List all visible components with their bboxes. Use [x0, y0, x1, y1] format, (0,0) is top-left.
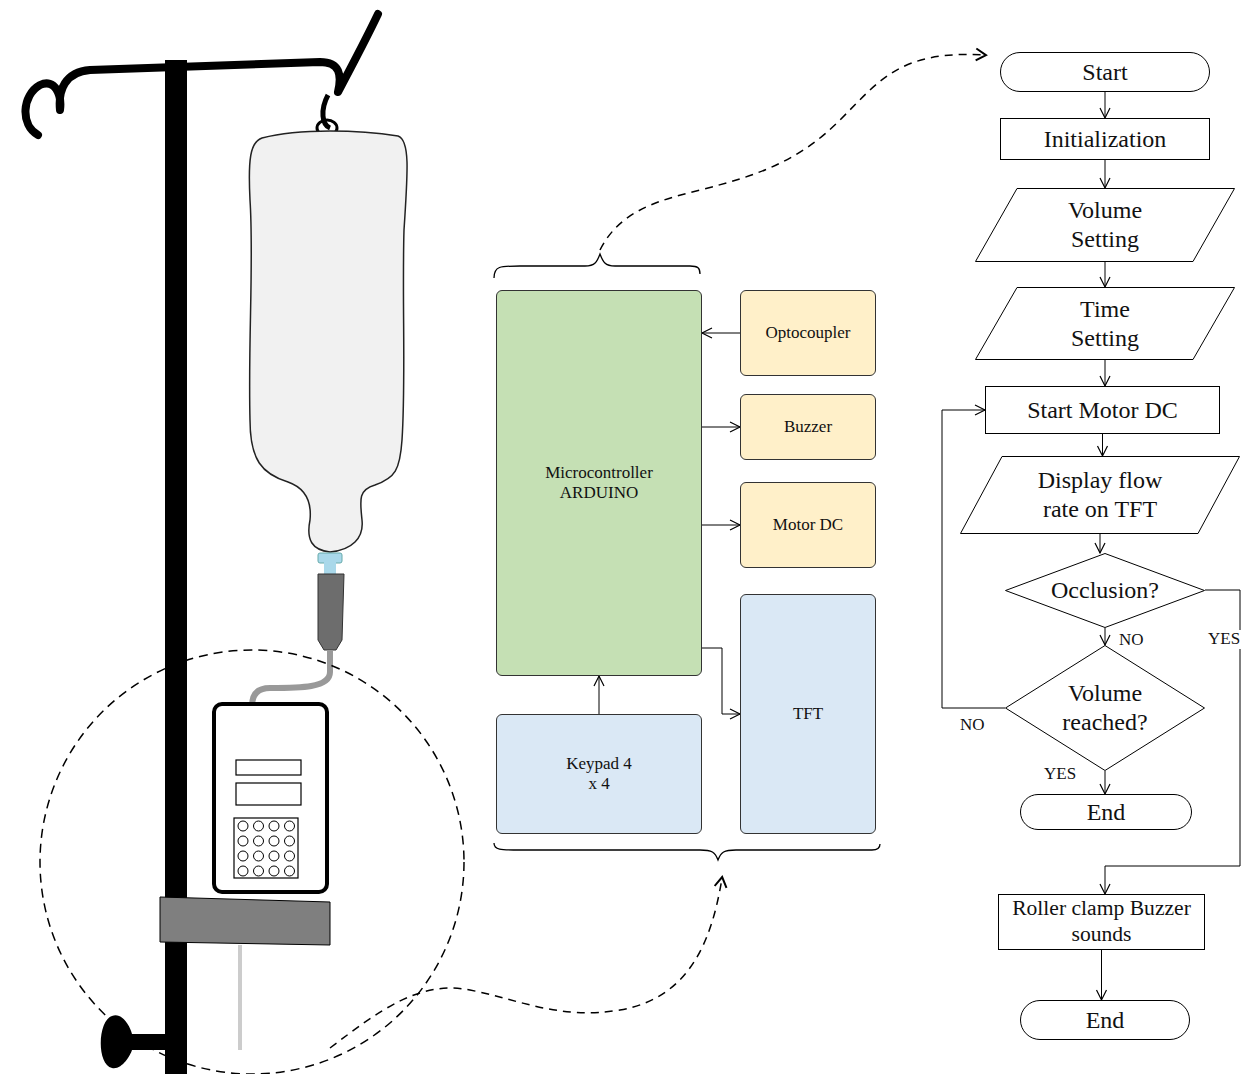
keypad-button	[269, 866, 279, 876]
node-label: Start	[1082, 58, 1127, 87]
terminator: Start	[1000, 52, 1210, 92]
decision-diamond: Occlusion?	[1005, 553, 1205, 628]
connector-arrow	[1105, 92, 1106, 118]
keypad-button	[269, 851, 279, 861]
device-keypad	[234, 818, 298, 878]
terminator: End	[1020, 794, 1192, 830]
shape-outline	[976, 189, 1235, 262]
shape-outline	[1006, 646, 1205, 771]
iv-bag	[249, 131, 407, 552]
keypad-button	[269, 821, 279, 831]
bag-hook	[323, 95, 330, 128]
shape-outline	[1006, 554, 1205, 628]
io-parallelogram: Volume Setting	[975, 188, 1235, 262]
connector-arrow	[1105, 628, 1106, 645]
process-box: Initialization	[1000, 118, 1210, 160]
connector-arrow	[942, 410, 1005, 708]
outlet-tube	[238, 945, 242, 1050]
pole-clamp	[160, 897, 330, 945]
node-label: Display flow rate on TFT	[1018, 466, 1183, 524]
node-label: Microcontroller ARDUINO	[534, 463, 664, 504]
terminator: End	[1020, 1000, 1190, 1040]
keypad-button	[238, 851, 248, 861]
node-label: Motor DC	[773, 515, 843, 535]
keypad-buttons	[238, 821, 295, 876]
pump-housing	[214, 704, 327, 892]
node-label: Roller clamp Buzzer sounds	[1009, 896, 1194, 948]
keypad-button	[285, 836, 295, 846]
node-label: Optocoupler	[766, 323, 851, 343]
keypad-button	[285, 821, 295, 831]
connector-arrow	[599, 676, 600, 714]
buzzer-block: Buzzer	[740, 394, 876, 460]
pole-hook	[25, 14, 378, 135]
decision-diamond: Volume reached?	[1005, 645, 1205, 771]
clamp-knob	[101, 1015, 165, 1068]
node-label: Initialization	[1044, 125, 1167, 154]
shape-outline	[976, 288, 1235, 360]
diamond-outline	[1005, 645, 1205, 771]
process-box: Roller clamp Buzzer sounds	[998, 894, 1205, 950]
keypad-button	[238, 821, 248, 831]
spike	[324, 562, 336, 574]
node-label: TFT	[793, 704, 823, 724]
node-label: End	[1086, 1006, 1125, 1035]
edge-label: NO	[958, 716, 987, 735]
node-label: Volume Setting	[1040, 196, 1170, 254]
microcontroller-block: Microcontroller ARDUINO	[496, 290, 702, 676]
io-parallelogram: Time Setting	[975, 287, 1235, 360]
device-screen	[236, 760, 301, 775]
keypad-button	[238, 836, 248, 846]
top-brace	[494, 254, 700, 278]
keypad-button	[285, 866, 295, 876]
edge-label: YES	[1206, 630, 1242, 649]
keypad-button	[254, 851, 264, 861]
bag-port	[318, 553, 342, 563]
keypad-button	[254, 821, 264, 831]
tft-block: TFT	[740, 594, 876, 834]
optocoupler-block: Optocoupler	[740, 290, 876, 376]
keypad-button	[269, 836, 279, 846]
drip-chamber	[318, 574, 344, 650]
motor-block: Motor DC	[740, 482, 876, 568]
zoom-circle	[40, 650, 464, 1074]
bottom-brace	[494, 843, 880, 860]
device-screen	[236, 783, 301, 805]
node-label: Time Setting	[1050, 295, 1160, 353]
callout-curve	[330, 878, 722, 1048]
node-label: End	[1087, 798, 1126, 827]
shape-outline	[961, 457, 1240, 534]
callout-curve	[600, 54, 985, 250]
process-box: Start Motor DC	[985, 386, 1220, 434]
keypad-button	[285, 851, 295, 861]
node-label: Volume reached?	[1050, 679, 1160, 737]
connector-arrow	[702, 648, 740, 714]
connector-arrow	[1105, 771, 1106, 794]
node-label: Keypad 4 x 4	[564, 754, 634, 795]
keypad-block: Keypad 4 x 4	[496, 714, 702, 834]
connector-arrow	[702, 333, 740, 334]
node-label: Occlusion?	[1051, 576, 1159, 605]
connector-arrow	[1105, 262, 1106, 287]
connector-arrow	[1100, 534, 1101, 553]
node-label: Buzzer	[784, 417, 832, 437]
keypad-button	[254, 866, 264, 876]
keypad-button	[238, 866, 248, 876]
connector-arrow	[1102, 434, 1103, 456]
connector-arrow	[1105, 160, 1106, 188]
node-label: Start Motor DC	[1027, 396, 1178, 425]
io-parallelogram: Display flow rate on TFT	[960, 456, 1240, 534]
edge-label: NO	[1117, 631, 1146, 650]
edge-label: YES	[1042, 765, 1078, 784]
connector-arrow	[702, 525, 740, 526]
iv-tube	[252, 650, 330, 706]
connector-arrow	[702, 427, 740, 428]
connector-arrow	[1105, 360, 1106, 386]
connector-arrow	[1101, 950, 1102, 1000]
keypad-button	[254, 836, 264, 846]
